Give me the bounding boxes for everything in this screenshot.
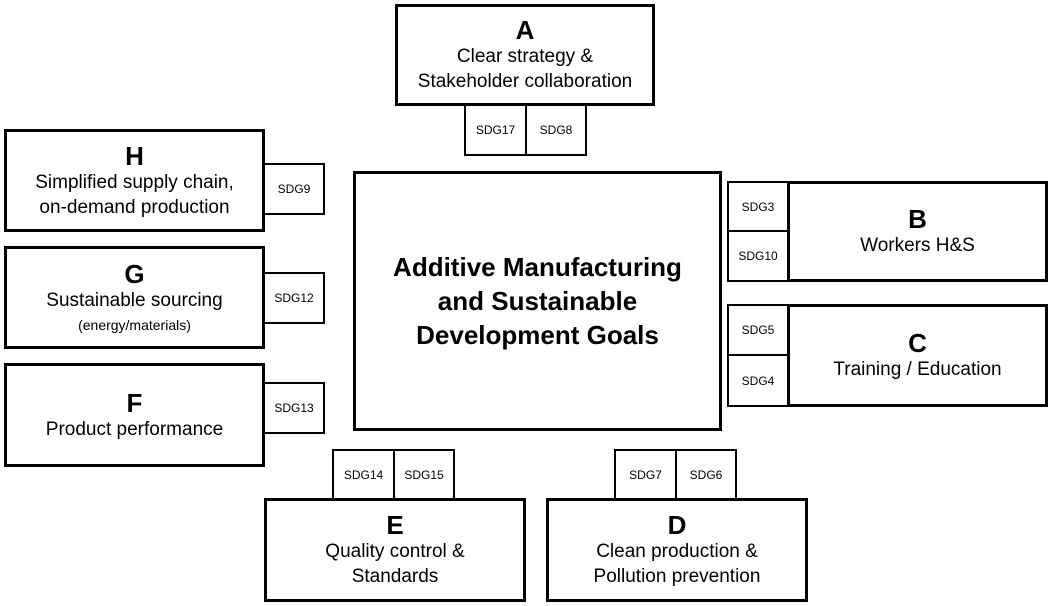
box-d: D Clean production & Pollution preventio… [546, 498, 808, 602]
box-a: A Clear strategy & Stakeholder collabora… [395, 4, 655, 106]
box-f-line1: Product performance [45, 418, 224, 440]
center-box: Additive Manufacturing and Sustainable D… [353, 171, 722, 431]
box-e-line2: Standards [351, 566, 439, 587]
sdg-b-1: SDG3 [727, 181, 789, 232]
box-b: B Workers H&S [787, 181, 1048, 282]
box-g-letter: G [124, 259, 145, 289]
box-g: G Sustainable sourcing (energy/materials… [4, 246, 265, 349]
sdg-a-2: SDG8 [525, 104, 587, 156]
box-h-line1: Simplified supply chain, [35, 171, 234, 193]
box-d-line1: Clean production & [596, 541, 758, 562]
box-e-line1: Quality control & [325, 541, 465, 562]
sdg-h-1: SDG9 [263, 163, 325, 215]
box-g-line2: (energy/materials) [78, 317, 191, 333]
sdg-c-1: SDG5 [727, 304, 789, 356]
box-e: E Quality control & Standards [264, 498, 526, 602]
center-title-line3: Development Goals [416, 320, 659, 350]
box-d-line2: Pollution prevention [593, 566, 761, 587]
box-h-line2: on-demand production [39, 196, 230, 218]
sdg-c-2: SDG4 [727, 354, 789, 407]
box-a-letter: A [515, 15, 535, 45]
box-b-letter: B [908, 204, 927, 234]
sdg-a-1: SDG17 [464, 104, 527, 156]
box-f: F Product performance [4, 363, 265, 467]
center-title-line2: and Sustainable [437, 286, 638, 316]
sdg-e-2: SDG15 [393, 449, 455, 501]
box-f-letter: F [126, 387, 143, 418]
box-a-line2: Stakeholder collaboration [417, 71, 633, 92]
sdg-e-1: SDG14 [332, 449, 395, 501]
sdg-g-1: SDG12 [263, 272, 325, 324]
box-c-letter: C [908, 328, 927, 358]
box-e-letter: E [386, 510, 404, 540]
box-b-line1: Workers H&S [860, 235, 975, 256]
center-title-line1: Additive Manufacturing [393, 252, 682, 282]
box-h-letter: H [125, 140, 144, 171]
box-d-letter: D [667, 510, 687, 540]
box-h: H Simplified supply chain, on-demand pro… [4, 129, 265, 232]
box-g-line1: Sustainable sourcing [46, 290, 223, 311]
sdg-f-1: SDG13 [263, 382, 325, 434]
sdg-d-2: SDG6 [675, 449, 737, 501]
sdg-b-2: SDG10 [727, 230, 789, 282]
box-a-line1: Clear strategy & [456, 46, 594, 67]
box-c: C Training / Education [787, 304, 1048, 407]
box-c-line1: Training / Education [833, 359, 1002, 380]
sdg-d-1: SDG7 [614, 449, 677, 501]
